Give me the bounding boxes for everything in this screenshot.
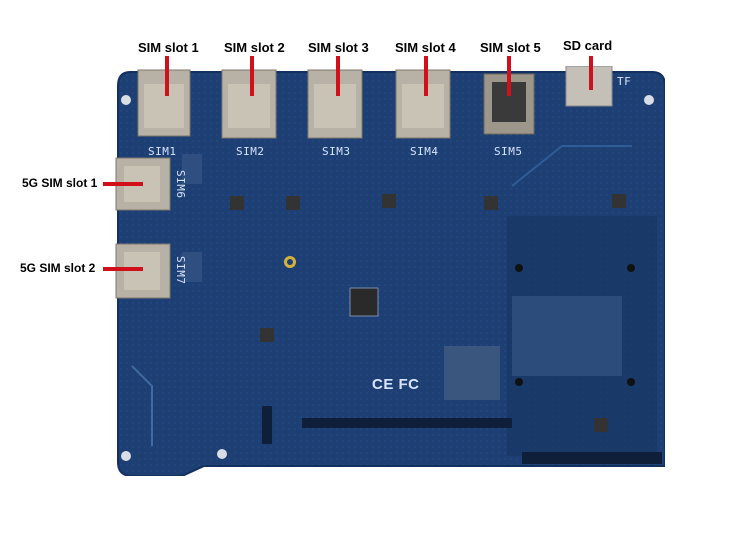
silk-sim4: SIM4 xyxy=(410,145,439,158)
label-5g-sim-slot-2: 5G SIM slot 2 xyxy=(20,261,96,275)
label-sim-slot-3: SIM slot 3 xyxy=(308,40,369,55)
label-sd-card: SD card xyxy=(563,38,613,53)
silk-sim7: SIM7 xyxy=(174,256,187,285)
pointer-5g-sim-slot-2 xyxy=(103,267,143,271)
silk-tf: TF xyxy=(617,75,632,88)
label-5g-sim-slot-1: 5G SIM slot 1 xyxy=(22,176,98,190)
pointer-sim-slot-3 xyxy=(336,56,340,96)
silk-sim6: SIM6 xyxy=(174,170,187,199)
pointer-5g-sim-slot-1 xyxy=(103,182,143,186)
pointer-sim-slot-4 xyxy=(424,56,428,96)
label-sim-slot-5: SIM slot 5 xyxy=(480,40,541,55)
label-sim-slot-2: SIM slot 2 xyxy=(224,40,285,55)
pointer-sd-card xyxy=(589,56,593,90)
pointer-sim-slot-5 xyxy=(507,56,511,96)
pointer-sim-slot-1 xyxy=(165,56,169,96)
silk-sim1: SIM1 xyxy=(148,145,177,158)
pcb-board-graphic xyxy=(115,65,666,477)
silk-sim3: SIM3 xyxy=(322,145,351,158)
pcb-board xyxy=(112,65,666,477)
silk-sim5: SIM5 xyxy=(494,145,523,158)
silk-cert: CE FC xyxy=(372,376,420,393)
pointer-sim-slot-2 xyxy=(250,56,254,96)
label-sim-slot-4: SIM slot 4 xyxy=(395,40,456,55)
silk-sim2: SIM2 xyxy=(236,145,265,158)
label-sim-slot-1: SIM slot 1 xyxy=(138,40,199,55)
